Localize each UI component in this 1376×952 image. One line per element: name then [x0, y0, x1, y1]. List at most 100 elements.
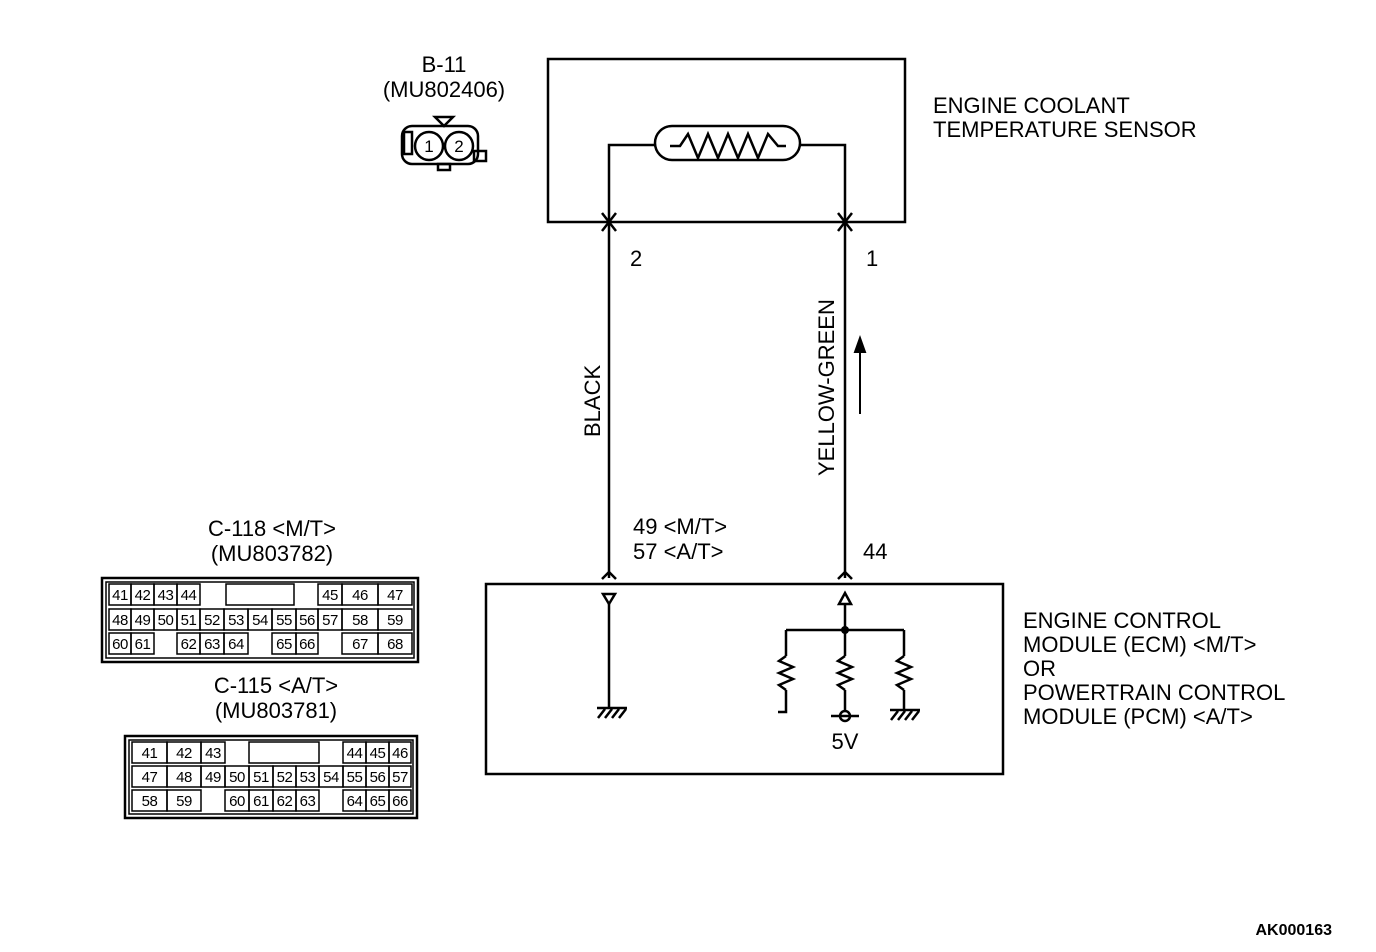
- module-title-line1: ENGINE CONTROL: [1023, 608, 1221, 633]
- connector-pin-number: 59: [176, 793, 192, 810]
- ecm-pin-left-line1: 49 <M/T>: [633, 514, 727, 539]
- connector-pin-cell: [166, 789, 202, 812]
- connector-pin-number: 63: [204, 636, 220, 653]
- connector-pin-number: 45: [322, 587, 338, 604]
- ecm-pin-right: 44: [863, 539, 887, 564]
- connector-pin-number: 43: [158, 587, 174, 604]
- connector-pin-cell: [223, 632, 249, 655]
- connector-pin-cell: [200, 741, 226, 764]
- connector-pin-number: 56: [299, 612, 315, 629]
- connector-pin-number: 66: [299, 636, 315, 653]
- c115-connector-face: [123, 734, 419, 820]
- thermistor-symbol: [607, 124, 847, 222]
- connector-pin-number: 44: [347, 745, 363, 762]
- connector-pin-number: 68: [387, 636, 403, 653]
- module-supply-voltage: 5V: [832, 729, 859, 754]
- module-title-line4: POWERTRAIN CONTROL: [1023, 680, 1285, 705]
- connector-pin-number: 53: [228, 612, 244, 629]
- connector-pin-number: 48: [176, 769, 192, 786]
- c115-title: C-115 <A/T>: [214, 673, 338, 698]
- connector-pin-number: 58: [142, 793, 158, 810]
- connector-pin-cell: [295, 789, 320, 812]
- sensor-title-line2: TEMPERATURE SENSOR: [933, 117, 1197, 142]
- sensor-box: [546, 57, 907, 224]
- connector-pin-number: 42: [176, 745, 192, 762]
- connector-pin-cell: [295, 632, 319, 655]
- connector-pin-number: 51: [253, 769, 269, 786]
- connector-pin-number: 61: [253, 793, 269, 810]
- connector-pin-number: 66: [392, 793, 408, 810]
- c118-title: C-118 <M/T>: [208, 516, 336, 541]
- module-box: [484, 582, 1005, 776]
- connector-key-slot: [225, 583, 295, 606]
- ground-circuit: [597, 592, 627, 719]
- connector-pin-cell: [388, 789, 412, 812]
- connector-pin-number: 54: [323, 769, 339, 786]
- sensor-pin-1-label: 1: [866, 246, 878, 271]
- connector-pin-number: 61: [135, 636, 151, 653]
- connector-pin-number: 64: [347, 793, 363, 810]
- connector-pin-number: 49: [135, 612, 151, 629]
- sensor-input-circuit: [775, 590, 920, 723]
- connector-pin-number: 47: [387, 587, 403, 604]
- wire-black: [601, 212, 617, 580]
- connector-pin-number: 65: [276, 636, 292, 653]
- connector-pin-number: 42: [135, 587, 151, 604]
- connector-pin-number: 57: [392, 769, 408, 786]
- sensor-connector-icon: [400, 115, 488, 172]
- junction-dot: [841, 626, 849, 634]
- connector-pin-number: 46: [392, 745, 408, 762]
- connector-pin-number: 57: [322, 612, 338, 629]
- current-direction-arrow-icon: [853, 335, 867, 414]
- connector-pin-cell: [377, 632, 413, 655]
- connector-pin-number: 48: [112, 612, 128, 629]
- connector-pin-number: 62: [277, 793, 293, 810]
- connector-pin-number: 47: [142, 769, 158, 786]
- sensor-title-line1: ENGINE COOLANT: [933, 93, 1130, 118]
- connector-key-slot: [248, 741, 320, 764]
- connector-pin-number: 58: [352, 612, 368, 629]
- connector-pin-cell: [176, 583, 201, 606]
- module-title-line2: MODULE (ECM) <M/T>: [1023, 632, 1256, 657]
- connector-pin-number: 53: [300, 769, 316, 786]
- connector-pin-number: 45: [370, 745, 386, 762]
- wire-yellow-green: [837, 212, 853, 580]
- connector-pin-cell: [377, 608, 413, 631]
- connector-pin-number: 55: [276, 612, 292, 629]
- c118-part: (MU803782): [211, 541, 333, 566]
- connector-pin-cell: [377, 583, 413, 606]
- connector-pin-number: 49: [205, 769, 221, 786]
- c118-connector-face: [100, 576, 420, 664]
- connector-pin-number: 44: [181, 587, 197, 604]
- sensor-pin-2-label: 2: [630, 246, 642, 271]
- connector-pin-number: 56: [370, 769, 386, 786]
- connector-pin-number: 54: [252, 612, 268, 629]
- ecm-pin-left-line2: 57 <A/T>: [633, 539, 724, 564]
- connector-pin-number: 50: [229, 769, 245, 786]
- connector-pin-number: 52: [277, 769, 293, 786]
- module-title-line5: MODULE (PCM) <A/T>: [1023, 704, 1253, 729]
- wire-color-black: BLACK: [580, 365, 605, 437]
- connector-pin-number: 43: [205, 745, 221, 762]
- sensor-connector-part: (MU802406): [383, 77, 505, 102]
- connector-pin-number: 52: [204, 612, 220, 629]
- connector-pin-cell: [388, 765, 412, 788]
- connector-pin-number: 65: [370, 793, 386, 810]
- connector-pin-number: 41: [142, 745, 158, 762]
- c115-part: (MU803781): [215, 698, 337, 723]
- figure-id: AK000163: [1256, 922, 1333, 939]
- connector-pin-number: 46: [352, 587, 368, 604]
- connector-pin-number: 63: [300, 793, 316, 810]
- sensor-connector-id: B-11: [422, 52, 467, 77]
- connector-pin-cell: [130, 632, 155, 655]
- sensor-connector-pin-1: 1: [424, 137, 433, 156]
- connector-pin-number: 59: [387, 612, 403, 629]
- connector-pin-number: 64: [228, 636, 244, 653]
- connector-pin-number: 51: [181, 612, 197, 629]
- connector-pin-cell: [388, 741, 412, 764]
- connector-pin-number: 41: [112, 587, 128, 604]
- connector-pin-number: 60: [229, 793, 245, 810]
- connector-pin-number: 55: [347, 769, 363, 786]
- connector-pin-number: 62: [181, 636, 197, 653]
